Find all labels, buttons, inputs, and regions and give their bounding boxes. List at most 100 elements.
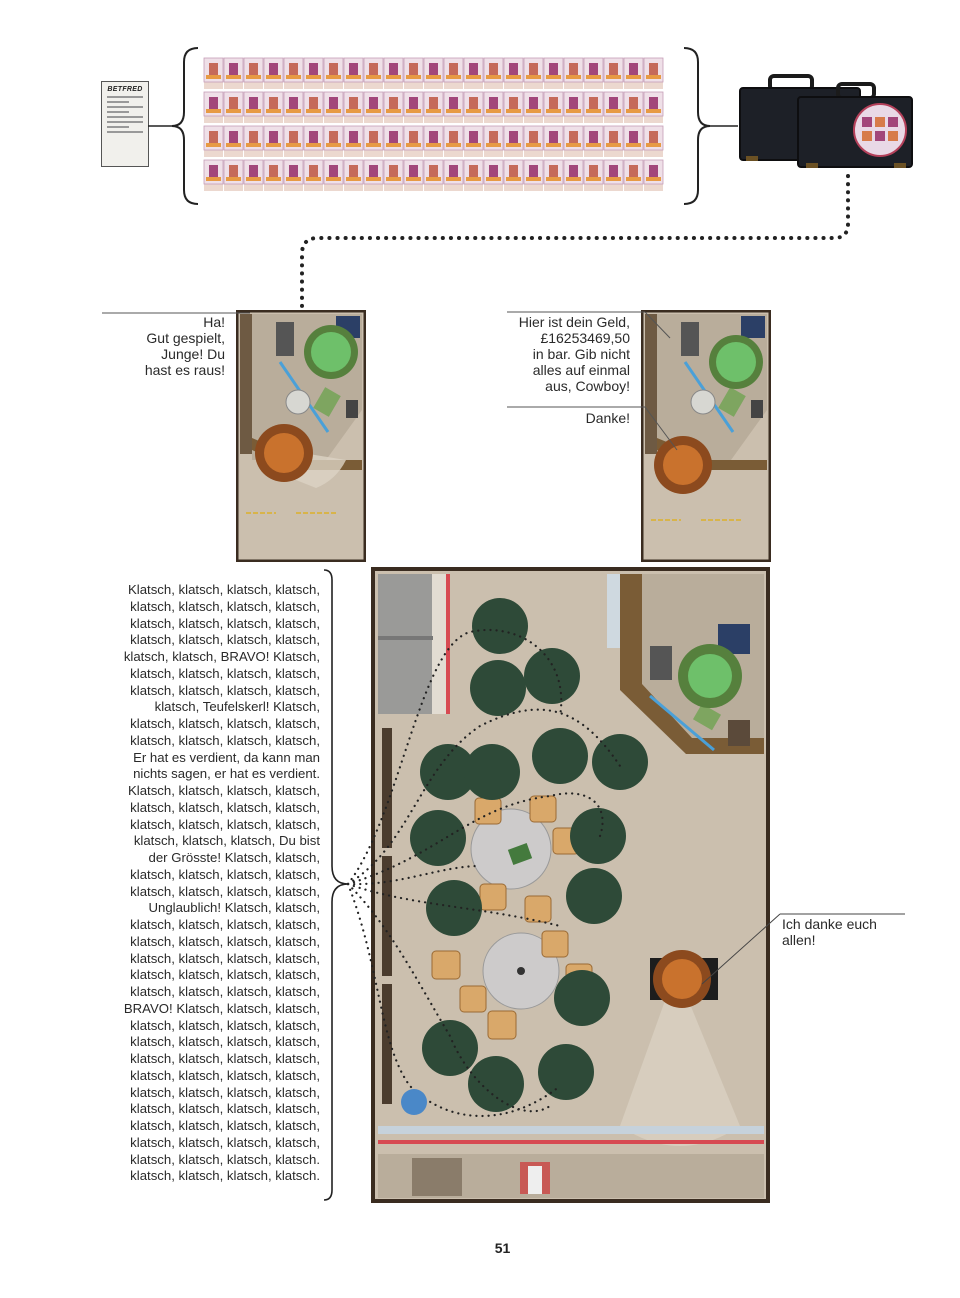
banknote-stack xyxy=(223,125,244,157)
banknote-stack xyxy=(423,125,444,157)
banknote-stack xyxy=(623,91,644,123)
banknote-stack xyxy=(543,125,564,157)
banknote-stack xyxy=(583,91,604,123)
crowd-member xyxy=(470,660,526,716)
banknote-stack xyxy=(543,57,564,89)
applause-line: klatsch, klatsch, klatsch, klatsch, xyxy=(130,984,320,999)
banknote-stack xyxy=(383,57,404,89)
crowd-member xyxy=(468,1056,524,1112)
crowd-member xyxy=(422,1020,478,1076)
banknote-stack xyxy=(603,57,624,89)
applause-line: klatsch, klatsch, klatsch, klatsch, xyxy=(130,1101,320,1117)
banknote-stack xyxy=(523,57,544,89)
applause-line: klatsch, klatsch, klatsch, klatsch, xyxy=(130,967,320,983)
banknote-stack xyxy=(383,159,404,191)
applause-line: klatsch, klatsch, klatsch, klatsch, xyxy=(130,1118,320,1133)
banknote-stack xyxy=(263,159,284,191)
banknote-stack xyxy=(283,125,304,157)
banknote-stack xyxy=(483,57,504,89)
crowd-member xyxy=(554,970,610,1026)
banknote-stack xyxy=(283,57,304,89)
banknote-stack xyxy=(303,91,324,123)
banknote-stack xyxy=(643,57,664,89)
banknote-stack xyxy=(243,159,264,191)
banknote-stack xyxy=(423,57,444,89)
banknote-stack xyxy=(343,159,364,191)
banknote-stack xyxy=(563,125,584,157)
banknote-stack xyxy=(363,91,384,123)
panel1-speech: Ha! Gut gespielt, Junge! Du hast es raus… xyxy=(144,314,225,378)
banknote-stack xyxy=(463,159,484,191)
banknote-stack xyxy=(503,57,524,89)
applause-line: klatsch, klatsch, BRAVO! Klatsch, xyxy=(123,649,320,664)
banknote-stack xyxy=(603,159,624,191)
applause-line: klatsch, klatsch, klatsch, klatsch, xyxy=(130,866,320,882)
panel2-speech: Hier ist dein Geld, £16253469,50 in bar.… xyxy=(518,314,630,394)
banknote-stack xyxy=(483,91,504,123)
banknote-stack xyxy=(483,159,504,191)
crowd-members xyxy=(410,598,648,1112)
banknote-stack xyxy=(623,159,644,191)
banknote-stack xyxy=(463,91,484,123)
crowd-member xyxy=(410,810,466,866)
banknote-stack xyxy=(423,91,444,123)
applause-line: klatsch, klatsch, klatsch, klatsch, xyxy=(130,816,320,832)
banknote-stack xyxy=(443,159,464,191)
banknote-stack xyxy=(343,125,364,157)
applause-line: klatsch, klatsch, klatsch, klatsch. xyxy=(130,1168,320,1184)
crowd-paths xyxy=(346,628,622,1118)
banknote-stack xyxy=(583,159,604,191)
banknote-stack xyxy=(543,91,564,123)
banknote-stack xyxy=(463,57,484,89)
applause-line: klatsch, klatsch, klatsch, klatsch, xyxy=(130,716,320,731)
banknote-stack xyxy=(563,159,584,191)
banknote-stack xyxy=(563,57,584,89)
banknote-stack xyxy=(323,125,344,157)
applause-line: klatsch, klatsch, klatsch, klatsch, xyxy=(130,799,320,815)
applause-line: Er hat es verdient, da kann man xyxy=(133,749,320,765)
banknote-stack xyxy=(203,159,224,191)
banknote-stack xyxy=(263,57,284,89)
winner-speech: Ich danke euch allen! xyxy=(782,916,877,948)
applause-line: klatsch, klatsch, klatsch, Du bist xyxy=(133,833,320,849)
banknote-stack xyxy=(263,125,284,157)
applause-line: klatsch, klatsch, klatsch, klatsch, xyxy=(130,1067,320,1083)
banknote-stack xyxy=(343,57,364,89)
betting-slip: BETFRED xyxy=(101,81,149,167)
banknote-stack xyxy=(323,159,344,191)
applause-line: klatsch, klatsch, klatsch, klatsch. xyxy=(130,1151,320,1167)
banknote-stack xyxy=(283,159,304,191)
money-illustration xyxy=(148,47,913,310)
crowd-member xyxy=(566,868,622,924)
banknote-stack xyxy=(203,57,224,89)
banknote-stack xyxy=(363,125,384,157)
applause-line: klatsch, klatsch, klatsch, klatsch, xyxy=(130,1017,320,1033)
briefcase-front xyxy=(797,82,913,168)
banknote-stack xyxy=(303,125,324,157)
panel2-reply: Danke! xyxy=(585,410,630,426)
banknote-stack xyxy=(223,57,244,89)
applause-line: klatsch, klatsch, klatsch, klatsch, xyxy=(130,682,320,698)
banknote-stack xyxy=(403,91,424,123)
banknote-stack xyxy=(503,91,524,123)
banknote-stack xyxy=(643,159,664,191)
banknote-stack xyxy=(343,91,364,123)
receipt-brand: BETFRED xyxy=(107,86,143,93)
banknote-stacks xyxy=(203,57,664,191)
banknote-stack xyxy=(523,159,544,191)
applause-line: Klatsch, klatsch, klatsch, klatsch, xyxy=(127,783,320,798)
banknote-stack xyxy=(383,91,404,123)
banknote-stack xyxy=(523,91,544,123)
banknote-stack xyxy=(643,125,664,157)
banknote-stack xyxy=(443,57,464,89)
left-brace xyxy=(171,47,199,205)
applause-line: klatsch, klatsch, klatsch, klatsch, xyxy=(130,1084,320,1100)
banknote-stack xyxy=(623,57,644,89)
banknote-stack xyxy=(223,159,244,191)
applause-line: klatsch, klatsch, klatsch, klatsch, xyxy=(130,1051,320,1066)
applause-line: klatsch, Teufelskerl! Klatsch, xyxy=(154,699,320,715)
banknote-stack xyxy=(503,159,524,191)
banknote-stack xyxy=(503,125,524,157)
banknote-stack xyxy=(243,57,264,89)
crowd-brace xyxy=(323,569,349,1201)
